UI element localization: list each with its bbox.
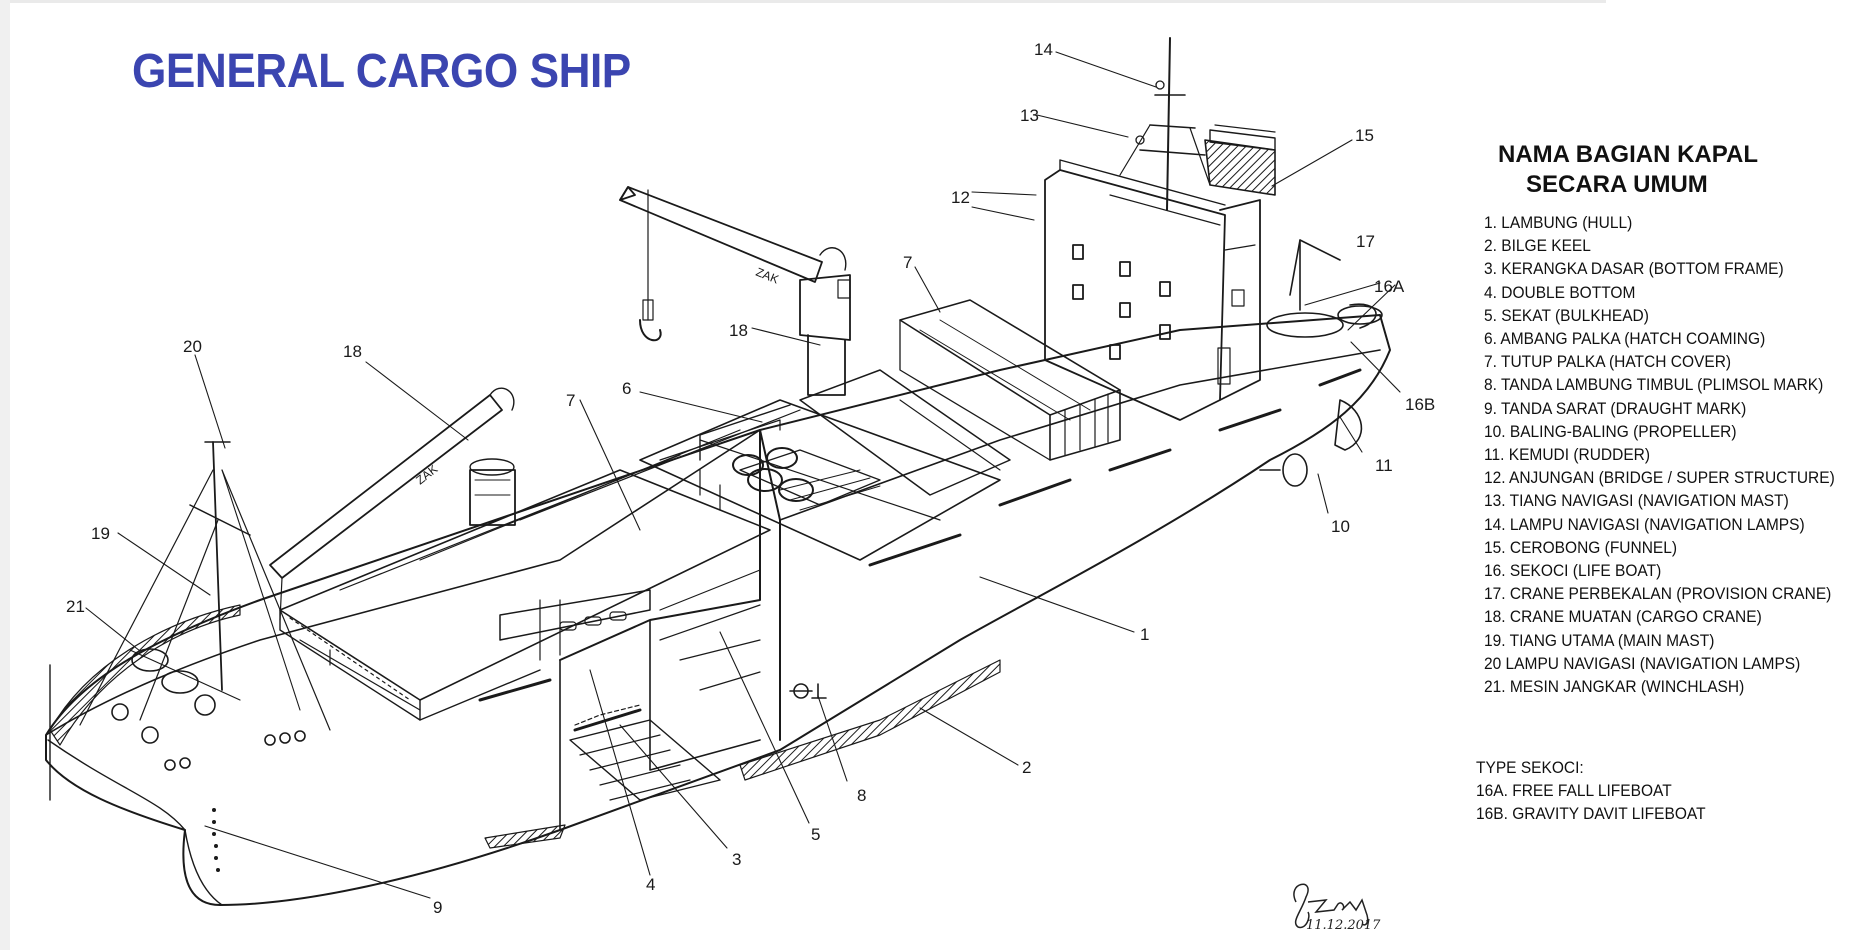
callout-9: 9 — [433, 898, 442, 917]
legend-item: 19. TIANG UTAMA (MAIN MAST) — [1484, 631, 1715, 650]
legend-item: 4. DOUBLE BOTTOM — [1484, 283, 1636, 302]
diagram-title: GENERAL CARGO SHIP — [132, 45, 631, 98]
callout-7b: 7 — [903, 253, 912, 272]
legend-item: 20 LAMPU NAVIGASI (NAVIGATION LAMPS) — [1484, 654, 1801, 673]
legend-item: 17. CRANE PERBEKALAN (PROVISION CRANE) — [1484, 585, 1832, 604]
legend-item: 11. KEMUDI (RUDDER) — [1484, 446, 1651, 465]
legend-heading-line1: NAMA BAGIAN KAPAL — [1498, 141, 1758, 168]
legend-item: 13. TIANG NAVIGASI (NAVIGATION MAST) — [1484, 492, 1789, 511]
signature-date: 11.12.2017 — [1306, 918, 1381, 933]
funnel — [1204, 124, 1276, 196]
callout-16b: 16B — [1405, 395, 1435, 414]
cargo-hold-cutaway — [499, 429, 761, 801]
superstructure — [1044, 159, 1261, 421]
callout-numbers: 1 2 3 4 5 6 7 7 8 9 10 11 12 13 14 15 16… — [66, 40, 1435, 917]
artist-signature — [1293, 883, 1369, 929]
callout-14: 14 — [1034, 40, 1053, 59]
legend-item: 8. TANDA LAMBUNG TIMBUL (PLIMSOL MARK) — [1484, 376, 1824, 395]
callout-4: 4 — [646, 875, 655, 894]
forward-cargo-crane — [269, 387, 516, 621]
legend-heading: NAMA BAGIAN KAPAL SECARA UMUM — [1498, 140, 1854, 200]
legend-item: 5. SEKAT (BULKHEAD) — [1484, 306, 1649, 325]
lifeboat-type-item: 16B. GRAVITY DAVIT LIFEBOAT — [1476, 805, 1706, 823]
callout-2: 2 — [1022, 758, 1031, 777]
main-mast — [49, 441, 331, 801]
callout-12: 12 — [951, 188, 970, 207]
lifeboat-types: TYPE SEKOCI: 16A. FREE FALL LIFEBOAT 16B… — [1476, 757, 1720, 826]
callout-21: 21 — [66, 597, 85, 616]
legend-item: 2. BILGE KEEL — [1484, 237, 1591, 256]
plimsol-mark — [789, 683, 827, 699]
legend-item: 7. TUTUP PALKA (HATCH COVER) — [1484, 353, 1732, 372]
callout-8: 8 — [857, 786, 866, 805]
legend-item: 10. BALING-BALING (PROPELLER) — [1484, 422, 1737, 441]
callout-3: 3 — [732, 850, 741, 869]
crane-marking-main: ZAK — [754, 265, 781, 287]
callout-leaders — [85, 51, 1401, 899]
stacked-hatch-covers — [899, 299, 1121, 461]
midship-hold — [639, 369, 1011, 561]
legend-item: 9. TANDA SARAT (DRAUGHT MARK) — [1484, 399, 1747, 418]
legend-item: 12. ANJUNGAN (BRIDGE / SUPER STRUCTURE) — [1484, 469, 1835, 488]
callout-7a: 7 — [566, 391, 575, 410]
callout-19: 19 — [91, 524, 110, 543]
callout-1: 1 — [1140, 625, 1149, 644]
legend-item: 18. CRANE MUATAN (CARGO CRANE) — [1484, 608, 1762, 627]
legend-item: 15. CEROBONG (FUNNEL) — [1484, 538, 1678, 557]
draught-marks — [212, 808, 220, 872]
callout-18b: 18 — [343, 342, 362, 361]
callout-11: 11 — [1375, 456, 1393, 475]
legend-item: 16. SEKOCI (LIFE BOAT) — [1484, 562, 1662, 581]
legend-item: 3. KERANGKA DASAR (BOTTOM FRAME) — [1484, 260, 1784, 279]
callout-16a: 16A — [1374, 277, 1405, 296]
navigation-mast — [1119, 37, 1211, 211]
callout-18a: 18 — [729, 321, 748, 340]
callout-5: 5 — [811, 825, 820, 844]
legend-item: 21. MESIN JANGKAR (WINCHLASH) — [1484, 678, 1745, 697]
lifeboats — [1266, 303, 1383, 338]
provision-crane — [1289, 239, 1341, 311]
legend-item: 14. LAMPU NAVIGASI (NAVIGATION LAMPS) — [1484, 515, 1805, 534]
crane-marking-forward: ZAK — [413, 462, 440, 487]
keel-bar — [484, 824, 566, 849]
legend-heading-line2: SECARA UMUM — [1526, 171, 1708, 198]
legend-item: 1. LAMBUNG (HULL) — [1484, 214, 1633, 232]
callout-13: 13 — [1020, 106, 1039, 125]
callout-6: 6 — [622, 379, 631, 398]
legend-item: 6. AMBANG PALKA (HATCH COAMING) — [1484, 330, 1766, 349]
callout-17: 17 — [1356, 232, 1375, 251]
left-edge — [0, 0, 10, 950]
callout-15: 15 — [1355, 126, 1374, 145]
callout-20: 20 — [183, 337, 202, 356]
bow-flare — [49, 604, 241, 746]
callout-10: 10 — [1331, 517, 1350, 536]
lifeboat-types-heading: TYPE SEKOCI: — [1476, 759, 1584, 777]
top-divider — [0, 0, 1606, 3]
parts-legend: NAMA BAGIAN KAPAL SECARA UMUM 1. LAMBUNG… — [1474, 140, 1854, 699]
rudder-propeller — [1259, 399, 1363, 487]
anchor-winch — [111, 648, 306, 771]
main-cargo-crane — [619, 186, 851, 396]
hull — [45, 314, 1391, 906]
lifeboat-type-item: 16A. FREE FALL LIFEBOAT — [1476, 782, 1672, 800]
bilge-keel — [739, 659, 1001, 781]
legend-list: 1. LAMBUNG (HULL) 2. BILGE KEEL 3. KERAN… — [1484, 212, 1854, 699]
